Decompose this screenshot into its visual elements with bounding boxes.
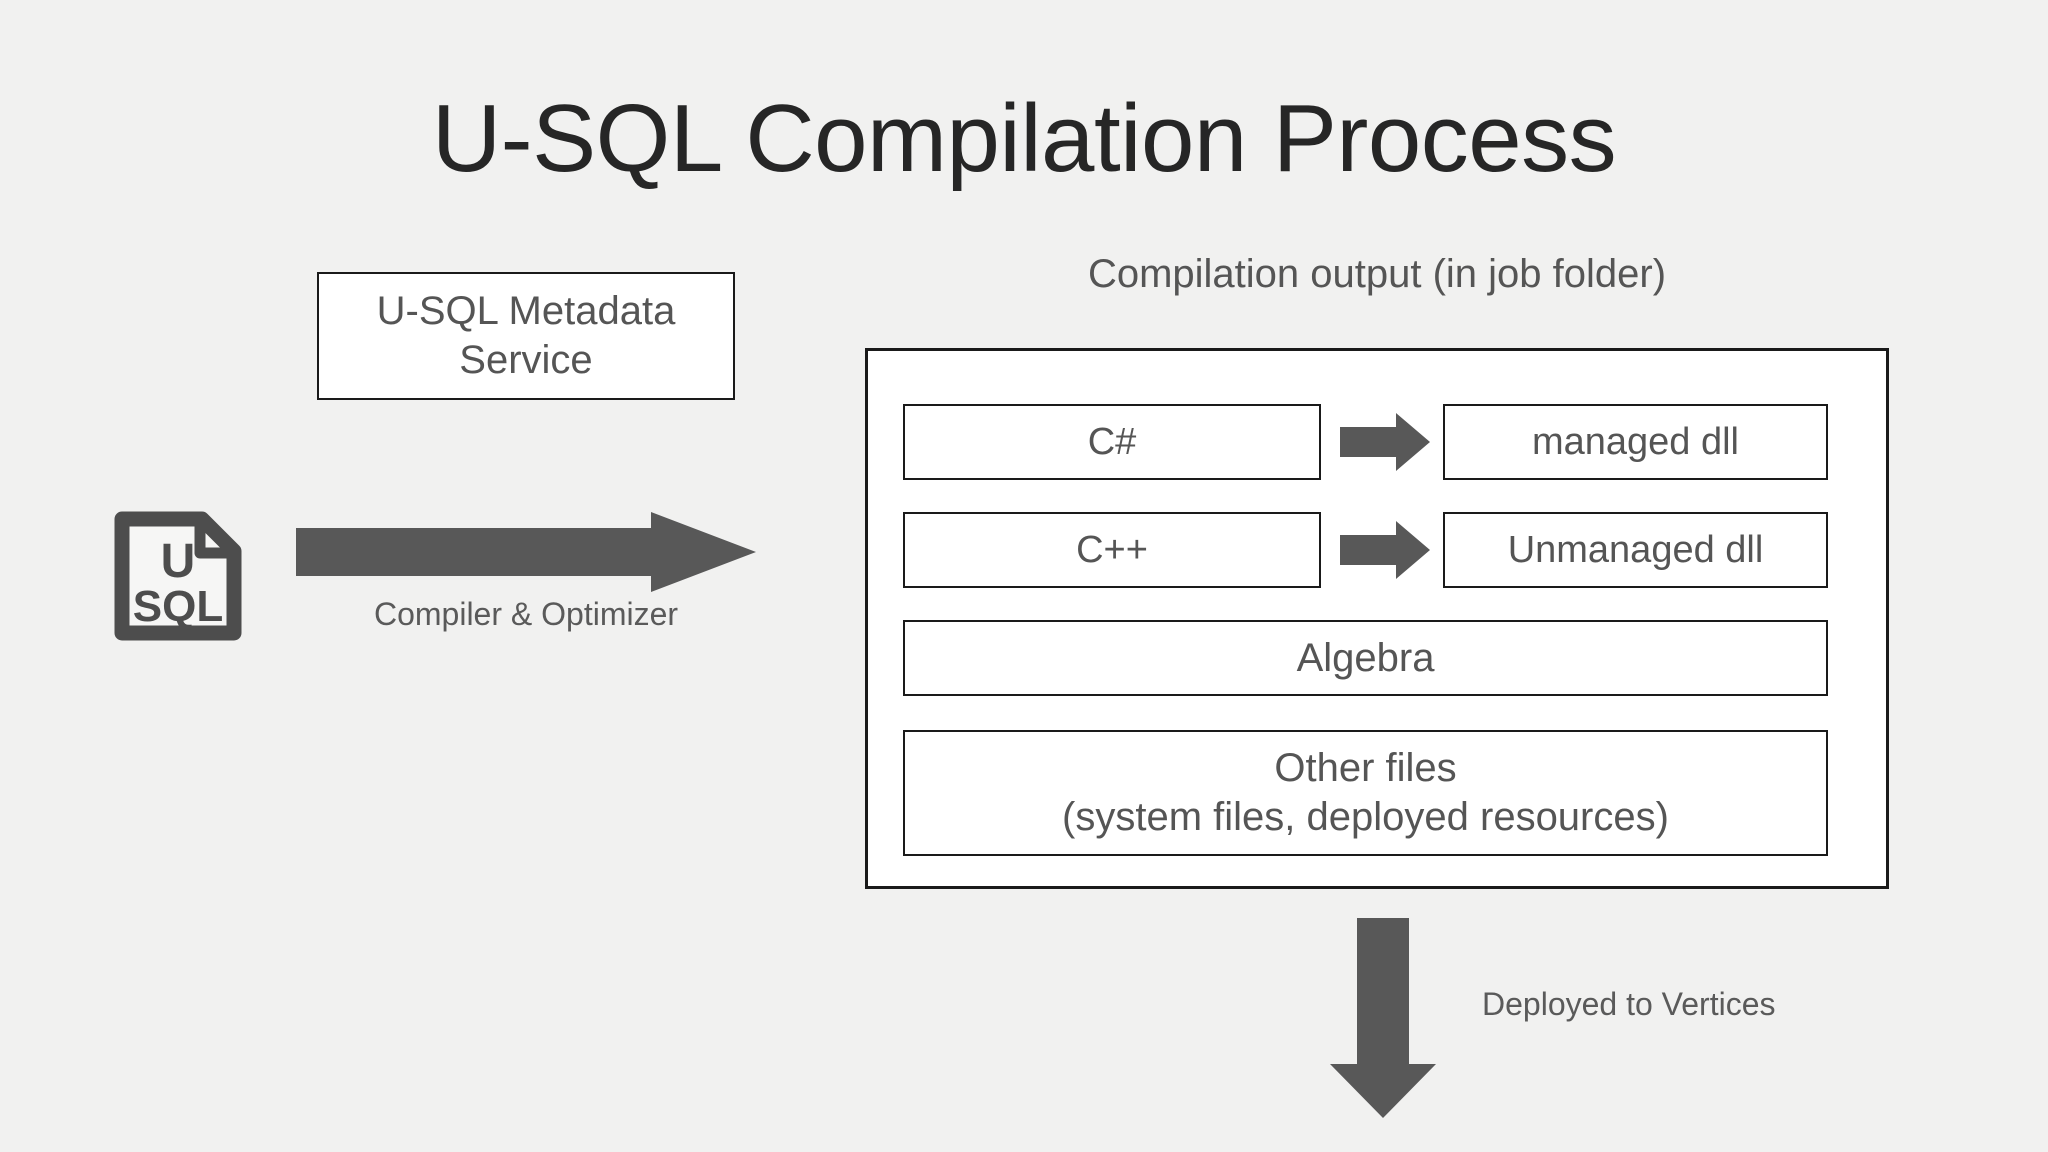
box-unmanaged-dll-label: Unmanaged dll: [1507, 528, 1764, 571]
box-other-files-line1: Other files: [1274, 746, 1457, 791]
metadata-service-box: U-SQL Metadata Service: [317, 272, 735, 400]
box-other-files: Other files (system files, deployed reso…: [903, 730, 1828, 856]
deploy-arrow-label: Deployed to Vertices: [1482, 986, 1776, 1022]
arrow-csharp-to-managed-dll-icon: [1340, 413, 1430, 471]
compiler-arrow-icon: [296, 512, 756, 592]
box-managed-dll-label: managed dll: [1531, 420, 1740, 463]
compilation-output-header: Compilation output (in job folder): [1087, 252, 1667, 296]
page-title: U-SQL Compilation Process: [431, 85, 1617, 192]
box-algebra: Algebra: [903, 620, 1828, 696]
box-unmanaged-dll: Unmanaged dll: [1443, 512, 1828, 588]
usql-icon-u: U: [161, 535, 196, 588]
box-csharp: C#: [903, 404, 1321, 480]
metadata-service-line1: U-SQL Metadata: [376, 289, 676, 334]
box-algebra-label: Algebra: [1296, 635, 1435, 680]
compiler-arrow-label: Compiler & Optimizer: [373, 596, 679, 632]
arrow-cpp-to-unmanaged-dll-icon: [1340, 521, 1430, 579]
metadata-service-line2: Service: [459, 338, 593, 382]
box-managed-dll: managed dll: [1443, 404, 1828, 480]
metadata-service-text: U-SQL Metadata Service: [377, 287, 676, 385]
box-csharp-label: C#: [1087, 420, 1137, 463]
usql-icon-sql: SQL: [133, 582, 223, 631]
deploy-arrow-icon: [1330, 918, 1436, 1118]
box-cpp: C++: [903, 512, 1321, 588]
box-cpp-label: C++: [1076, 528, 1148, 571]
usql-file-icon: U SQL: [108, 505, 248, 647]
box-other-files-line2: (system files, deployed resources): [1062, 795, 1669, 839]
